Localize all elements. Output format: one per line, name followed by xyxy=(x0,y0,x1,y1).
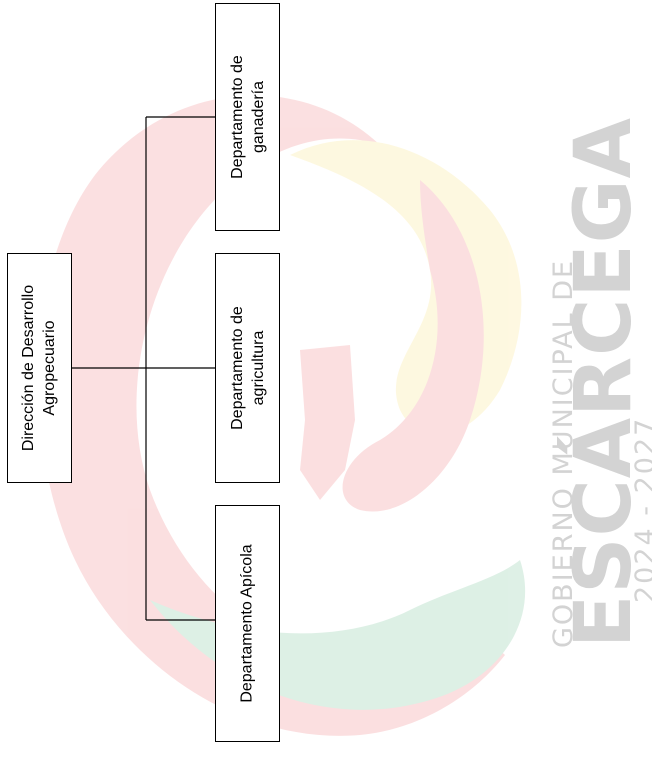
watermark-line2: ESCÁRCEGA xyxy=(557,117,649,648)
node-label: Departamento de ganadería xyxy=(227,55,269,179)
node-label-line: ganadería xyxy=(249,80,267,154)
logo-yellow-arc xyxy=(290,140,522,435)
node-label-line: Departamento Apícola xyxy=(239,544,257,703)
logo-red-right xyxy=(342,180,484,512)
node-label-line: Departamento de xyxy=(228,55,246,179)
node-label: Departamento Apícola xyxy=(237,544,258,702)
node-direccion-desarrollo-agropecuario: Dirección de Desarrollo Agropecuario xyxy=(7,253,72,483)
node-label: Departamento de agricultura xyxy=(227,306,269,430)
watermark-line3: 2024 - 2027 xyxy=(630,417,652,603)
node-departamento-agricultura: Departamento de agricultura xyxy=(215,253,280,483)
logo-red-arc xyxy=(37,95,505,736)
node-label-line: Departamento de xyxy=(228,306,246,430)
node-label-line: Dirección de Desarrollo xyxy=(20,284,38,452)
node-departamento-apicola: Departamento Apícola xyxy=(215,505,280,742)
node-label-line: agricultura xyxy=(249,330,267,406)
node-departamento-ganaderia: Departamento de ganadería xyxy=(215,3,280,231)
watermark-line1: GOBIERNO MUNICIPAL DE xyxy=(548,259,579,648)
node-label: Dirección de Desarrollo Agropecuario xyxy=(19,285,61,451)
node-label-line: Agropecuario xyxy=(41,320,59,416)
watermark-text: GOBIERNO MUNICIPAL DE ESCÁRCEGA 2024 - 2… xyxy=(548,117,652,648)
logo-map-silhouette xyxy=(300,345,355,500)
